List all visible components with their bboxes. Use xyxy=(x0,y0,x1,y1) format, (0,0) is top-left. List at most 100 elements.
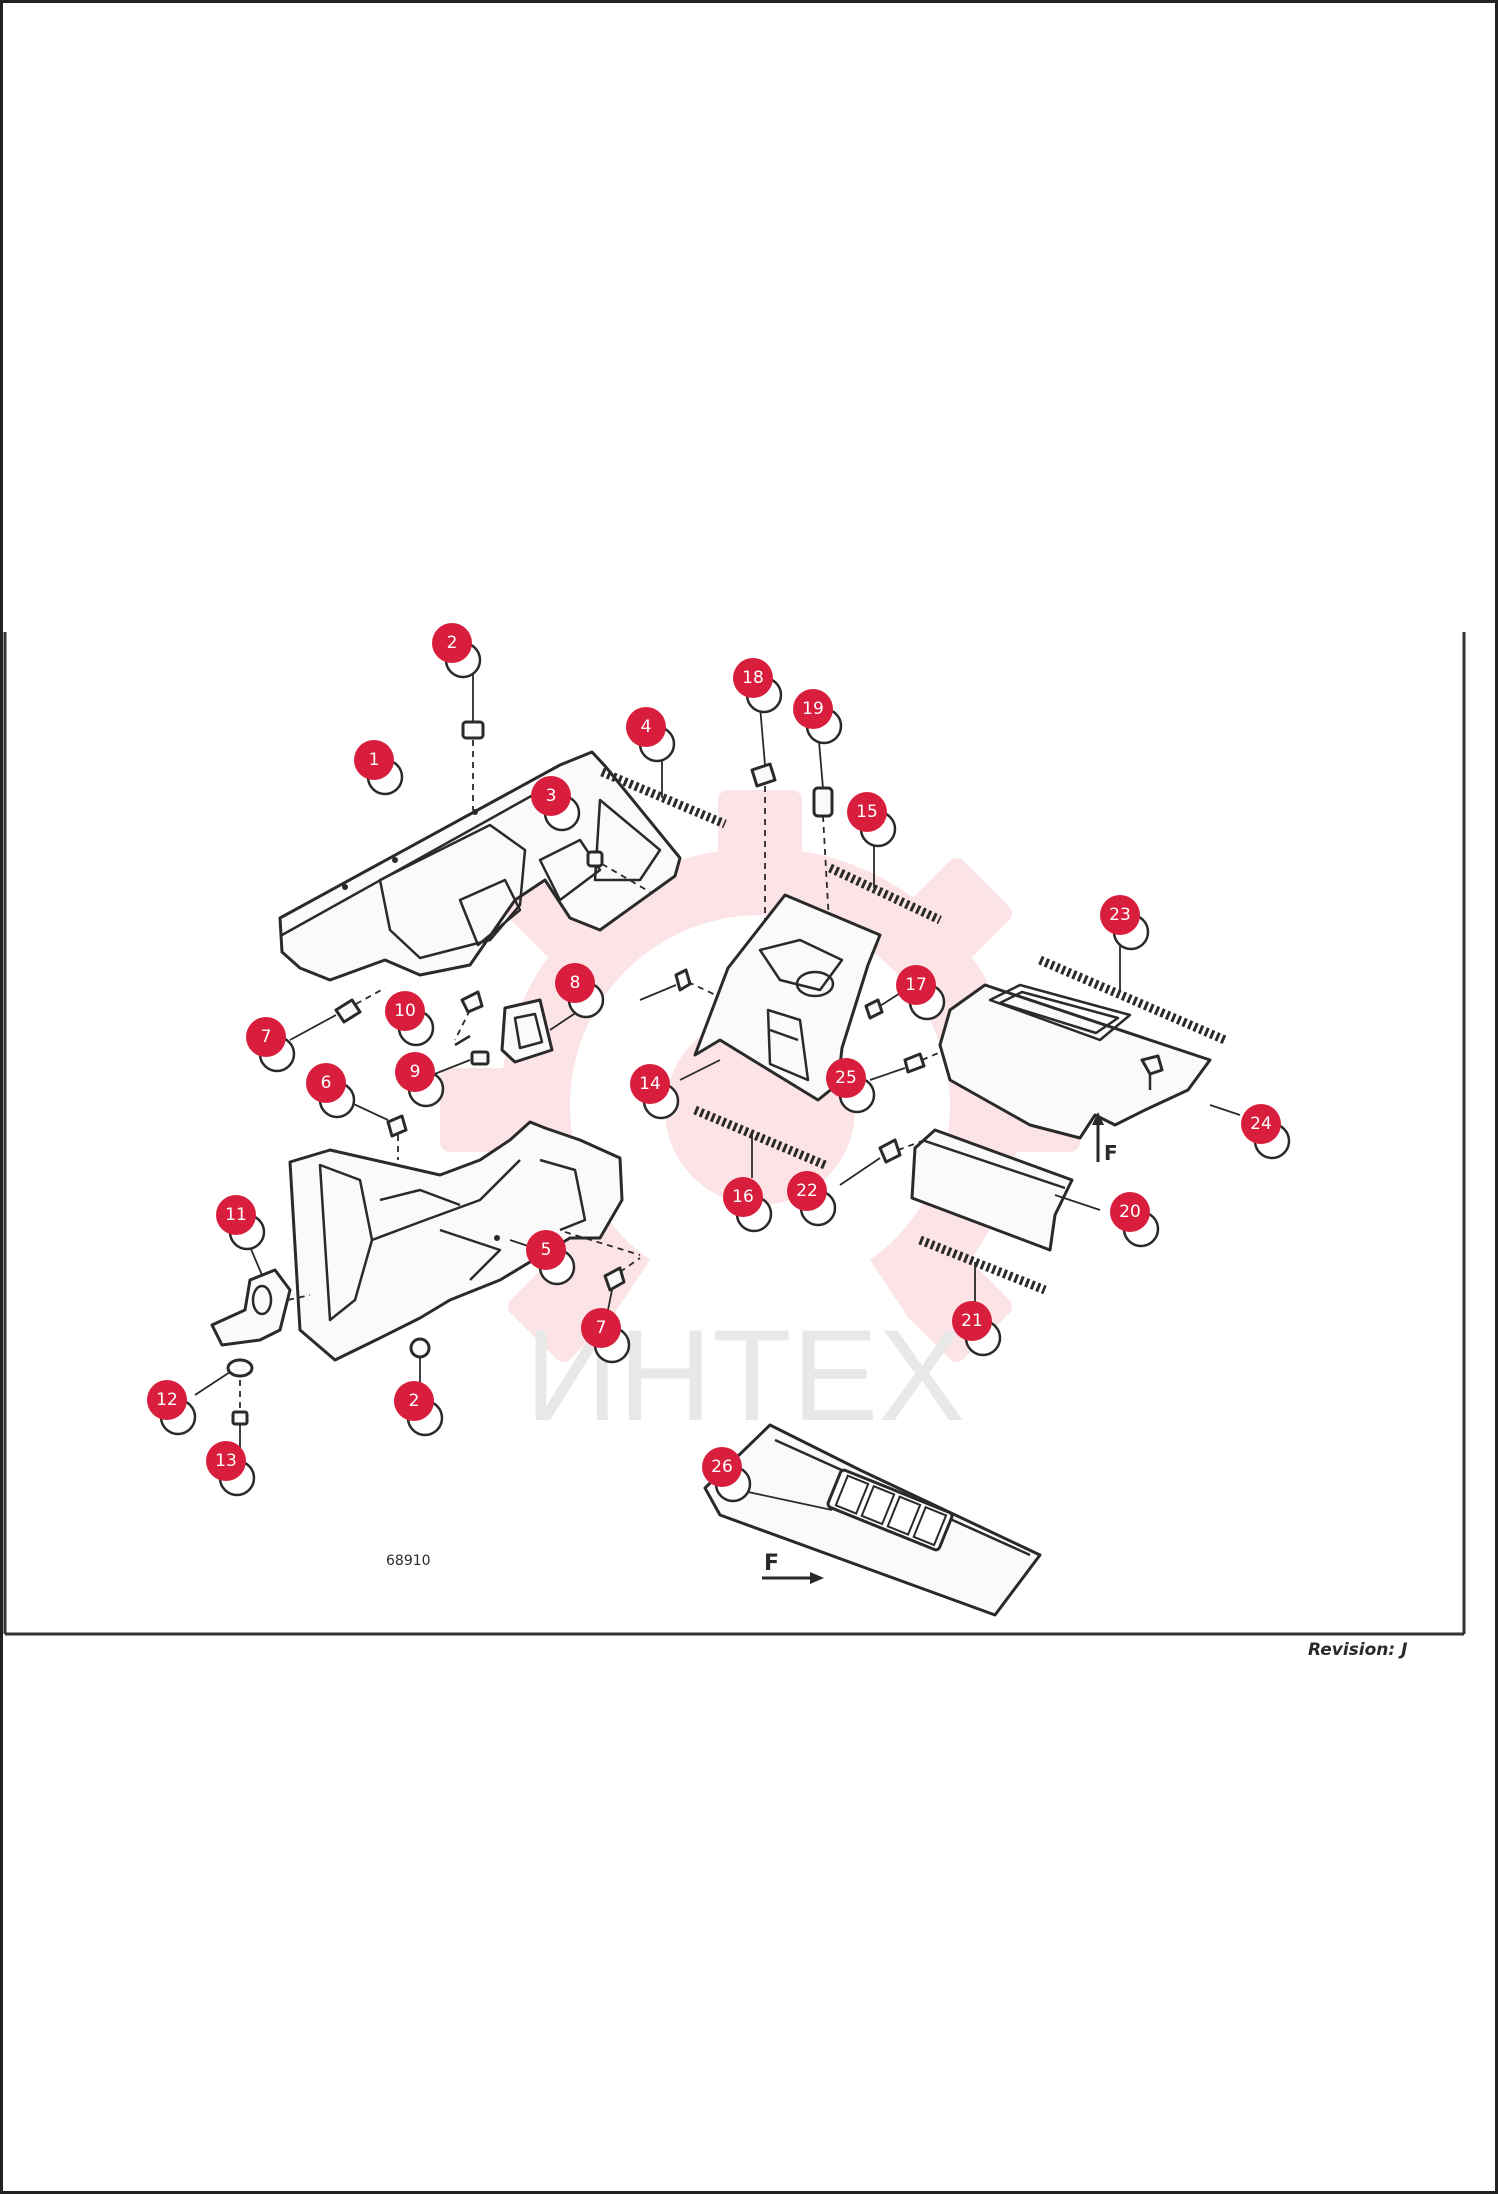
callout-dot xyxy=(526,1230,566,1270)
callout-dot xyxy=(147,1380,187,1420)
callout-number: 22 xyxy=(796,1181,818,1201)
callout-1[interactable]: 1 xyxy=(354,740,404,796)
callout-18[interactable]: 18 xyxy=(733,658,783,714)
callout-dot xyxy=(395,1052,435,1092)
part-26-control-panel xyxy=(703,1423,1042,1617)
callout-number: 12 xyxy=(156,1390,178,1410)
callout-number: 5 xyxy=(541,1240,552,1260)
callout-dot xyxy=(394,1381,434,1421)
callout-number: 21 xyxy=(961,1311,983,1331)
callout-number: 20 xyxy=(1119,1202,1141,1222)
callout-22[interactable]: 22 xyxy=(787,1171,837,1227)
front-marker-right: F xyxy=(1104,1141,1118,1165)
part-17-nut-left xyxy=(639,968,723,1001)
callout-number: 11 xyxy=(225,1205,247,1225)
callout-21[interactable]: 21 xyxy=(952,1301,1002,1357)
callout-number: 7 xyxy=(596,1318,607,1338)
callout-6[interactable]: 6 xyxy=(306,1063,356,1119)
callout-number: 13 xyxy=(215,1451,237,1471)
callout-dot xyxy=(306,1063,346,1103)
part-7-bolt-upper xyxy=(289,987,386,1041)
callout-24[interactable]: 24 xyxy=(1241,1104,1291,1160)
callout-20[interactable]: 20 xyxy=(1110,1192,1160,1248)
callout-dot xyxy=(1241,1104,1281,1144)
callout-number: 6 xyxy=(321,1073,332,1093)
callout-number: 4 xyxy=(641,717,652,737)
callout-23[interactable]: 23 xyxy=(1100,895,1150,951)
part-7-bolt-lower xyxy=(603,1257,641,1311)
callout-7[interactable]: 7 xyxy=(246,1017,296,1073)
callout-number: 7 xyxy=(261,1027,272,1047)
diagram-frame xyxy=(3,632,1466,1636)
callout-dot xyxy=(826,1058,866,1098)
callout-dot xyxy=(246,1017,286,1057)
part-2-bolt-top xyxy=(461,662,485,810)
callout-17[interactable]: 17 xyxy=(896,965,946,1021)
part-12-washer xyxy=(194,1358,254,1396)
callout-dot xyxy=(354,740,394,780)
callout-13[interactable]: 13 xyxy=(206,1441,256,1497)
part-14-center-housing xyxy=(679,893,882,1102)
callout-dot xyxy=(702,1447,742,1487)
callout-dot xyxy=(847,792,887,832)
part-9-clip xyxy=(431,1034,490,1076)
callout-10[interactable]: 10 xyxy=(385,991,435,1047)
callout-dot xyxy=(1100,895,1140,935)
callout-7[interactable]: 7 xyxy=(581,1308,631,1364)
callout-2[interactable]: 2 xyxy=(394,1381,444,1437)
callout-dot xyxy=(216,1195,256,1235)
callout-number: 25 xyxy=(835,1068,857,1088)
callout-dot xyxy=(1110,1192,1150,1232)
callout-19[interactable]: 19 xyxy=(793,689,843,745)
callout-25[interactable]: 25 xyxy=(826,1058,876,1114)
callout-3[interactable]: 3 xyxy=(531,776,581,832)
callout-number: 8 xyxy=(570,973,581,993)
part-18-plug xyxy=(750,705,777,940)
callout-number: 3 xyxy=(546,786,557,806)
callout-8[interactable]: 8 xyxy=(555,963,605,1019)
callout-number: 1 xyxy=(369,750,380,770)
callout-dot xyxy=(581,1308,621,1348)
part-10-screw xyxy=(454,990,484,1041)
callout-dot xyxy=(555,963,595,1003)
callout-26[interactable]: 26 xyxy=(702,1447,752,1503)
callout-4[interactable]: 4 xyxy=(626,707,676,763)
callout-number: 24 xyxy=(1250,1114,1272,1134)
callout-number: 9 xyxy=(410,1062,421,1082)
front-arrow-bottom: F xyxy=(762,1551,824,1584)
part-3-clip xyxy=(586,850,651,893)
callout-number: 2 xyxy=(447,633,458,653)
callout-dot xyxy=(723,1177,763,1217)
callout-dot xyxy=(733,658,773,698)
callout-number: 26 xyxy=(711,1457,733,1477)
part-20-bracket xyxy=(910,1128,1101,1252)
callout-dot xyxy=(385,991,425,1031)
callout-5[interactable]: 5 xyxy=(526,1230,576,1286)
callout-dot xyxy=(206,1441,246,1481)
callout-dot xyxy=(630,1064,670,1104)
callout-14[interactable]: 14 xyxy=(630,1064,680,1120)
callout-number: 14 xyxy=(639,1074,661,1094)
callout-16[interactable]: 16 xyxy=(723,1177,773,1233)
part-16-seal-strip xyxy=(693,1105,827,1178)
callout-dot xyxy=(531,776,571,816)
callout-dot xyxy=(896,965,936,1005)
part-25-bolt xyxy=(869,1047,951,1081)
callout-15[interactable]: 15 xyxy=(847,792,897,848)
front-arrow-right: F xyxy=(1092,1112,1118,1165)
callout-number: 19 xyxy=(802,699,824,719)
callout-number: 16 xyxy=(732,1187,754,1207)
callout-9[interactable]: 9 xyxy=(395,1052,445,1108)
figure-code: 68910 xyxy=(386,1553,431,1569)
part-2-bolt-lower xyxy=(409,1337,431,1385)
callout-11[interactable]: 11 xyxy=(216,1195,266,1251)
callout-12[interactable]: 12 xyxy=(147,1380,197,1436)
front-marker-bottom: F xyxy=(764,1551,779,1576)
part-24-right-cover xyxy=(938,983,1241,1140)
part-5-lower-frame xyxy=(288,1120,641,1362)
callout-number: 10 xyxy=(394,1001,416,1021)
callout-2[interactable]: 2 xyxy=(432,623,482,679)
